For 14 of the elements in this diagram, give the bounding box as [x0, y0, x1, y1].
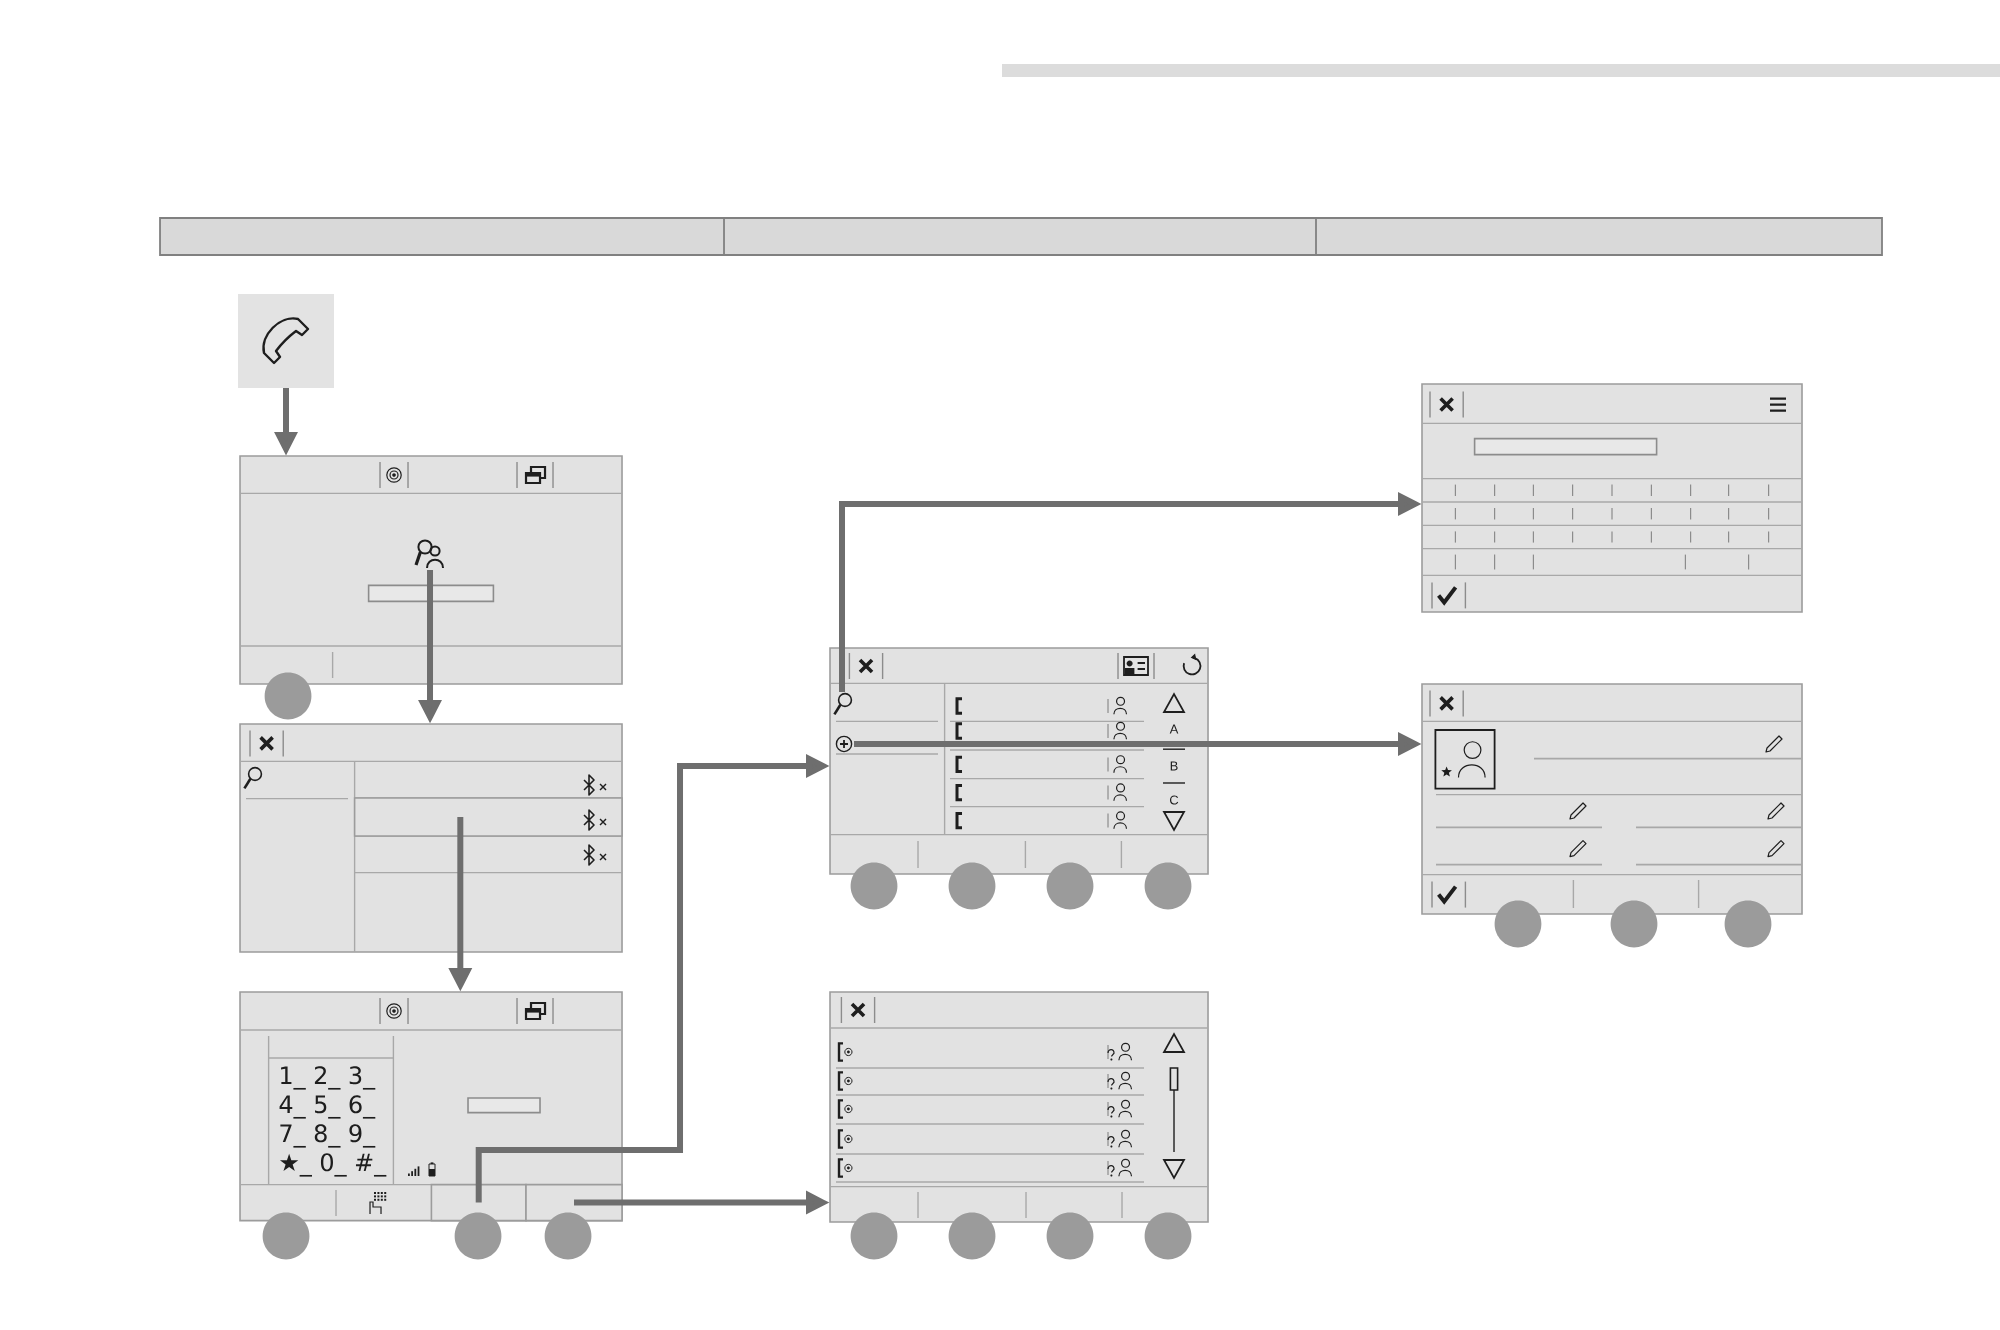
list-row	[353, 797, 623, 837]
person-search-icon	[414, 539, 444, 569]
screen	[829, 991, 1209, 1223]
search-icon	[833, 692, 853, 716]
screen	[239, 455, 623, 685]
keypad-digits: 1_ 2_ 3_	[281, 1066, 376, 1090]
keypad-digits: ★_ 0_ #_	[280, 1153, 387, 1177]
soft-key	[430, 1183, 527, 1222]
keypad-digits: 7_ 8_ 9_	[280, 1124, 376, 1148]
add-icon	[835, 735, 853, 753]
screen	[1421, 383, 1803, 613]
keypad-digits: 4_ 5_ 6_	[279, 1095, 376, 1119]
phone-icon	[238, 294, 334, 388]
screen	[1421, 683, 1803, 915]
